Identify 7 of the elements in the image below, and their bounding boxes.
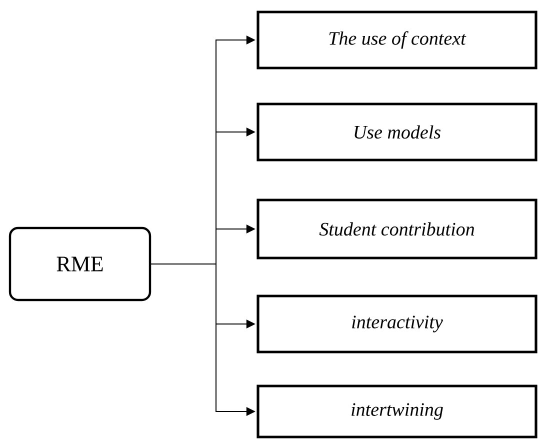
arrow [150, 264, 256, 416]
category-box: The use of context [256, 10, 538, 70]
category-box: intertwining [256, 384, 538, 438]
category-box: Student contribution [256, 198, 538, 260]
category-box: interactivity [256, 294, 538, 354]
category-box: Use models [256, 102, 538, 162]
root-box: RME [8, 226, 152, 302]
